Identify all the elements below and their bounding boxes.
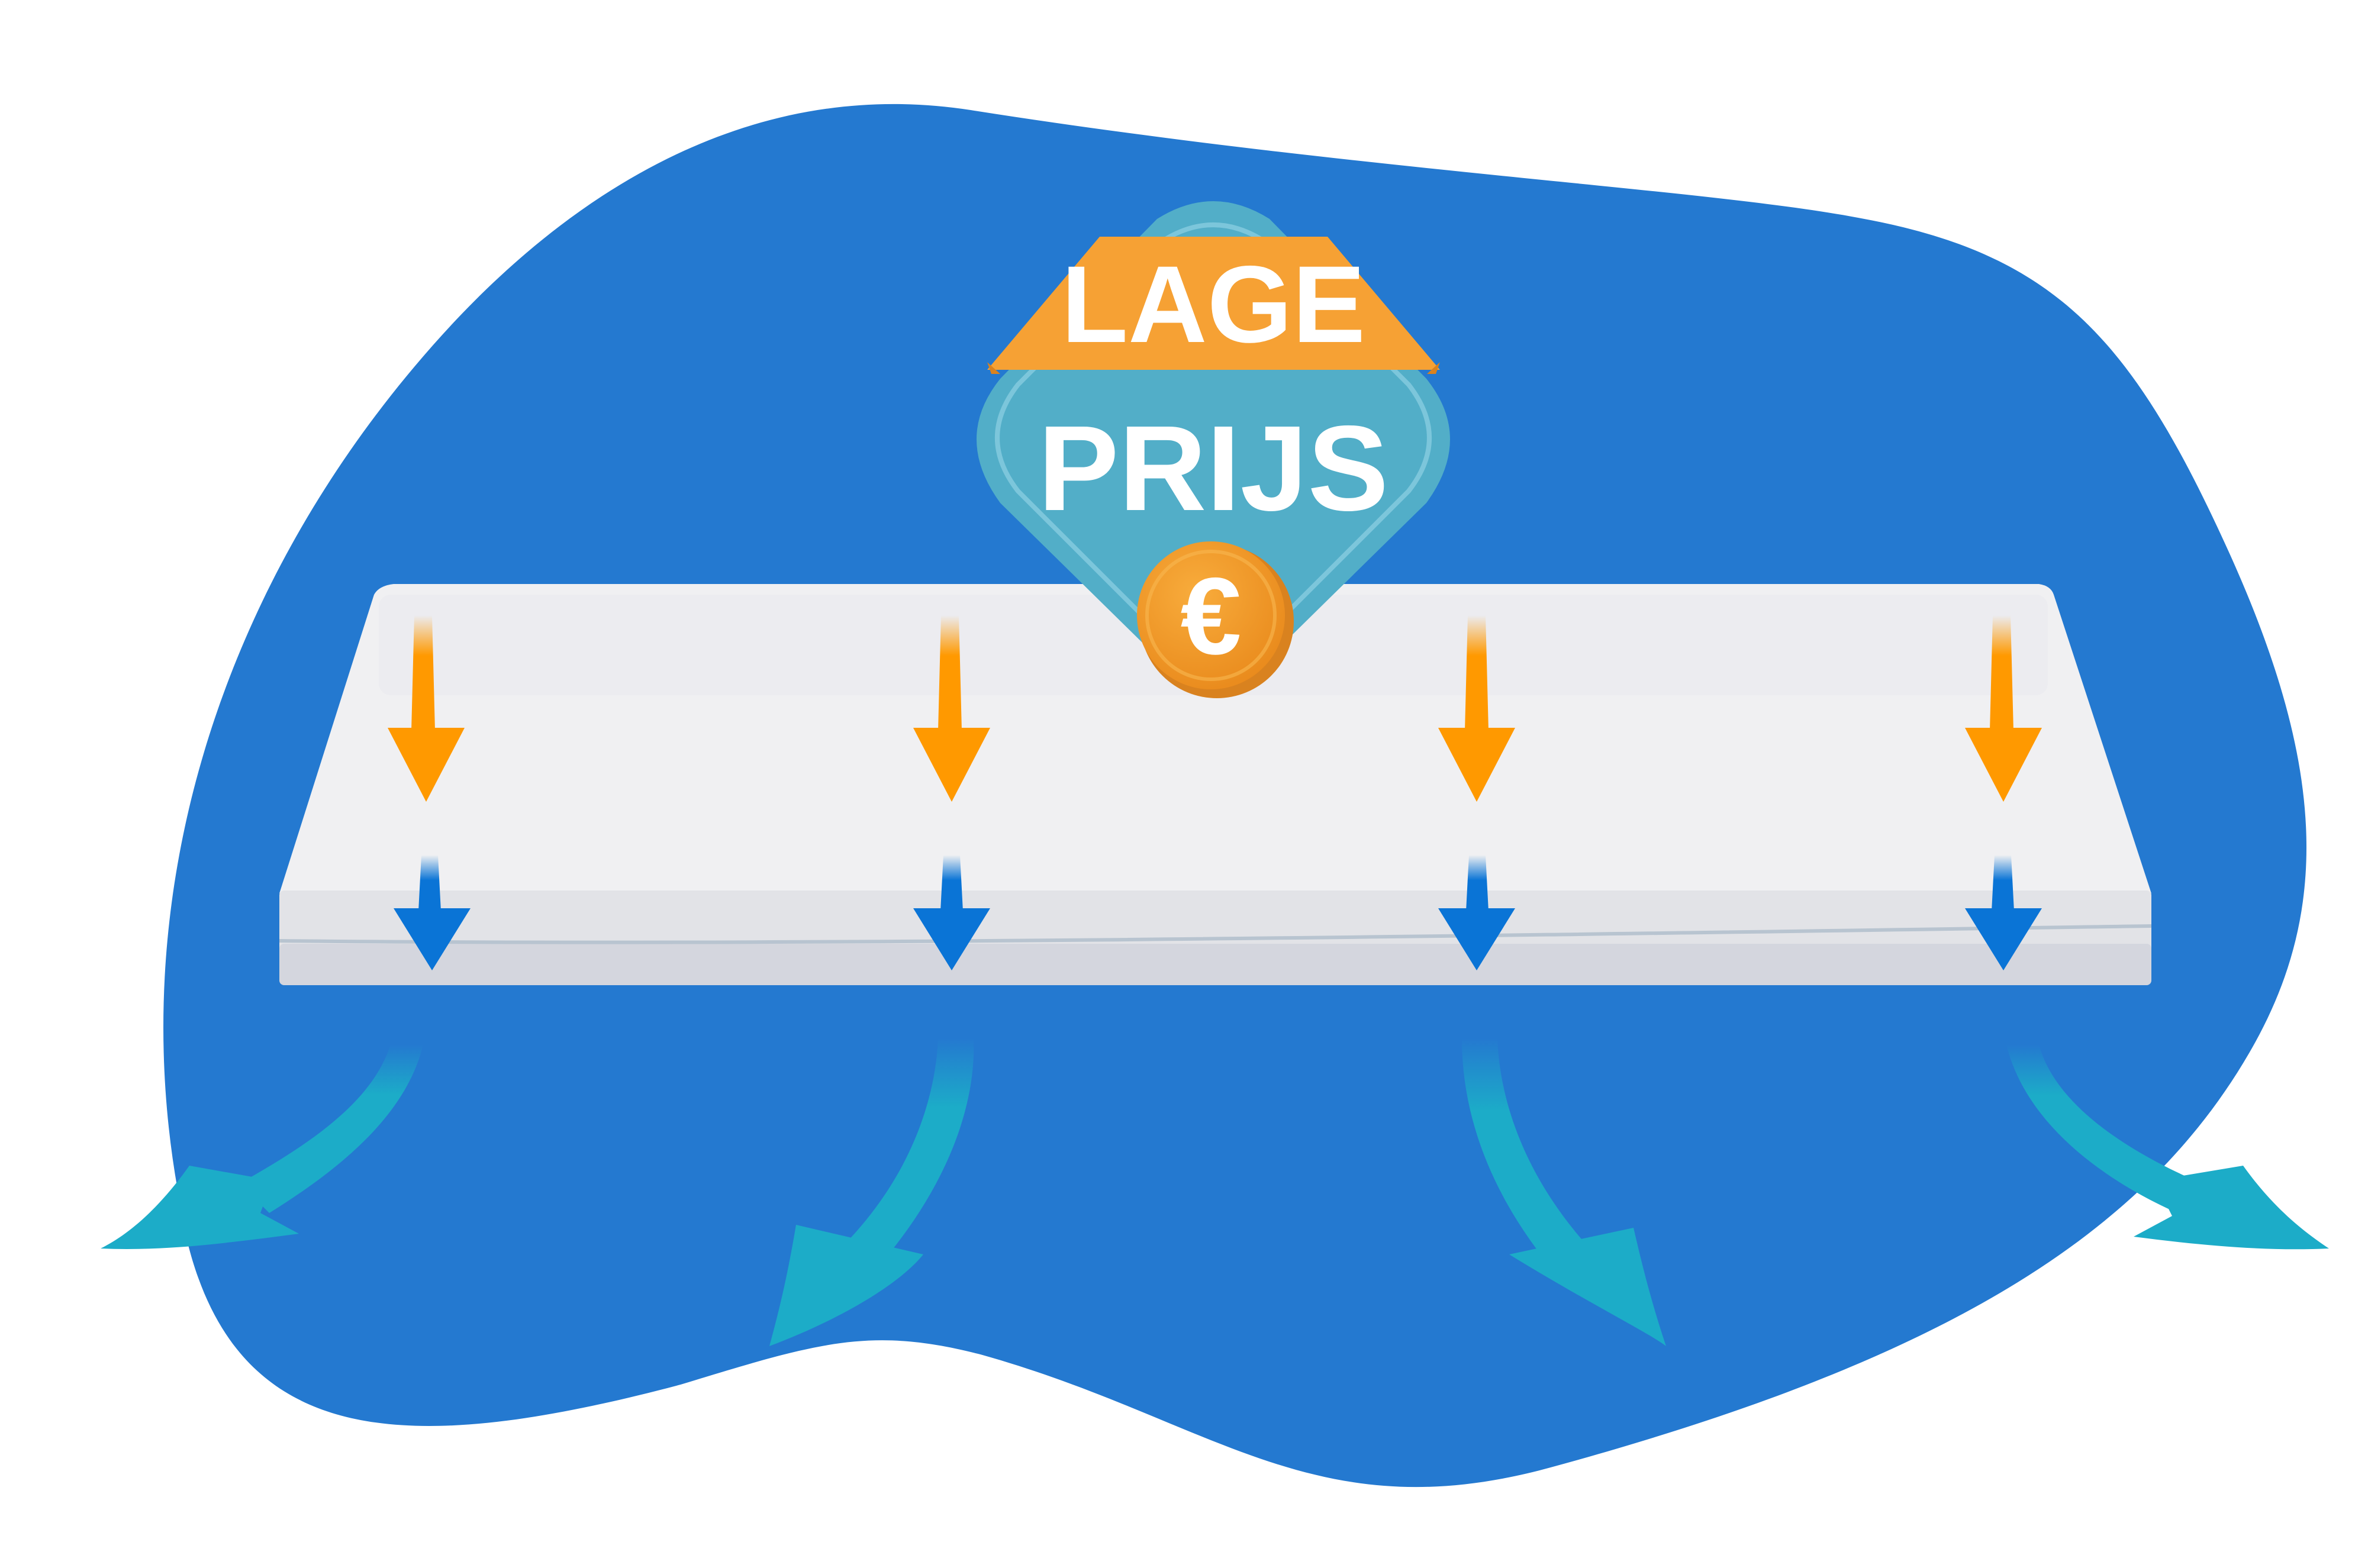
badge-ribbon-fold-right <box>1427 362 1440 374</box>
coin-symbol: € <box>1181 556 1242 677</box>
badge-diamond-outline <box>995 222 1432 671</box>
badge-main-label: PRIJS <box>1038 401 1388 536</box>
spread-arrows-teal <box>101 1038 2329 1346</box>
curved-arrow-icon <box>1462 1038 1666 1346</box>
mattress-icon <box>279 584 2152 985</box>
arrow-down-icon <box>913 615 990 802</box>
badge-ribbon-fold-left <box>987 362 1000 374</box>
arrow-down-icon <box>913 855 990 970</box>
mattress-base <box>279 944 2151 985</box>
coin-face <box>1137 541 1285 689</box>
curved-arrow-icon <box>101 1044 423 1249</box>
arrow-down-icon <box>1438 615 1515 802</box>
coin-rim <box>1145 550 1277 681</box>
pressure-arrows-blue <box>394 855 2042 970</box>
curved-arrow-icon <box>2006 1044 2329 1250</box>
arrow-down-icon <box>388 615 465 802</box>
badge-top-label: LAGE <box>1061 244 1365 366</box>
euro-coin-icon: € <box>1137 541 1294 698</box>
arrow-down-icon <box>1438 855 1515 970</box>
price-badge: LAGE PRIJS € <box>977 201 1450 698</box>
arrow-down-icon <box>394 855 471 970</box>
curved-arrow-icon <box>769 1038 974 1346</box>
arrow-down-icon <box>1965 615 2042 802</box>
arrow-down-icon <box>1965 855 2042 970</box>
badge-ribbon <box>987 237 1440 370</box>
mattress-seam <box>279 924 2152 944</box>
pressure-arrows-orange <box>388 615 2042 802</box>
